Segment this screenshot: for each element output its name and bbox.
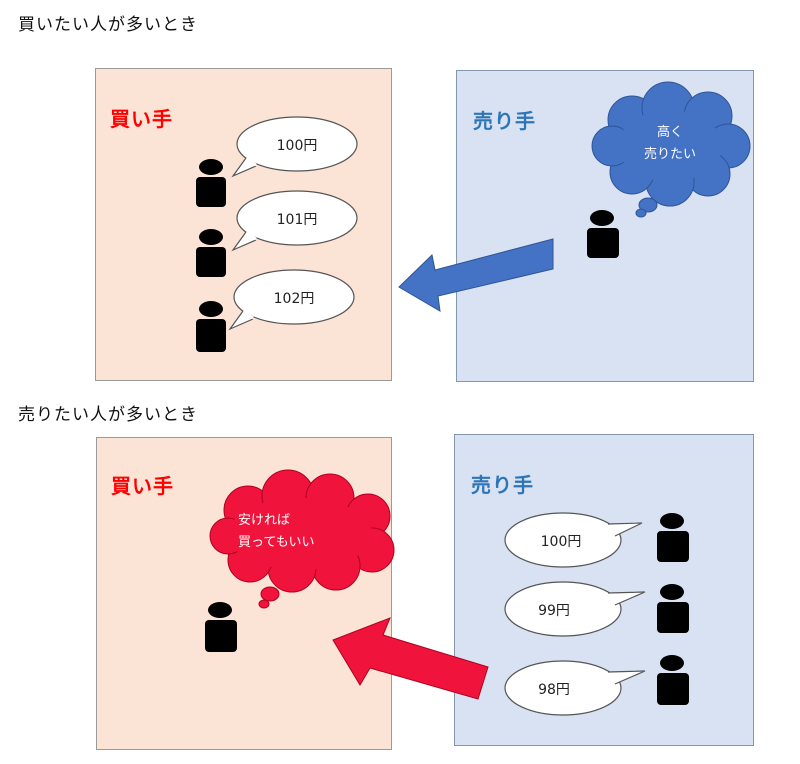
section2-seller-person-3 xyxy=(657,655,689,705)
section2-seller-title: 売り手 xyxy=(471,473,534,497)
section2-thought-line-2: 買ってもいい xyxy=(238,535,315,550)
section2-ask-text-2: 99円 xyxy=(538,603,570,619)
section2-seller-person-1 xyxy=(657,513,689,562)
section2-ask-bubble-1 xyxy=(504,512,643,568)
section2-buyer-person xyxy=(205,602,237,652)
section2-buyer-thought-cloud xyxy=(209,469,395,609)
section1-thought-line-2: 売りたい xyxy=(643,147,696,162)
section2-heading: 売りたい人が多いとき xyxy=(18,405,198,425)
section2-ask-text-3: 98円 xyxy=(538,682,570,698)
section1-buyer-person-2 xyxy=(196,229,226,277)
section2-seller-person-2 xyxy=(657,584,689,633)
section1-seller-title: 売り手 xyxy=(473,109,536,133)
section1-seller-thought-text: 高く 売りたい xyxy=(630,122,710,166)
section2-buyer-title: 買い手 xyxy=(111,474,174,498)
section2-red-arrow xyxy=(332,617,489,700)
section2-ask-bubble-3 xyxy=(504,660,646,716)
section1-bid-text-3: 102円 xyxy=(273,291,315,307)
section2-thought-line-1: 安ければ xyxy=(238,513,291,528)
section1-buyer-person-1 xyxy=(196,159,226,207)
section2-buyer-thought-text: 安ければ 買ってもいい xyxy=(238,510,368,554)
section1-bid-bubble-3 xyxy=(228,269,355,331)
section1-seller-person xyxy=(587,210,619,258)
section1-buyer-title: 買い手 xyxy=(110,107,173,131)
section1-bid-text-2: 101円 xyxy=(276,212,318,228)
section2-ask-bubble-2 xyxy=(504,581,646,637)
section1-bid-bubble-2 xyxy=(231,190,358,252)
section2-ask-text-1: 100円 xyxy=(540,534,582,550)
section1-heading: 買いたい人が多いとき xyxy=(18,15,198,35)
section1-blue-arrow xyxy=(398,238,554,312)
section1-thought-line-1: 高く xyxy=(656,125,683,140)
section1-bid-bubble-1 xyxy=(231,116,358,178)
section1-seller-thought-cloud xyxy=(591,81,751,218)
section1-bid-text-1: 100円 xyxy=(276,138,318,154)
section1-buyer-person-3 xyxy=(196,301,226,352)
